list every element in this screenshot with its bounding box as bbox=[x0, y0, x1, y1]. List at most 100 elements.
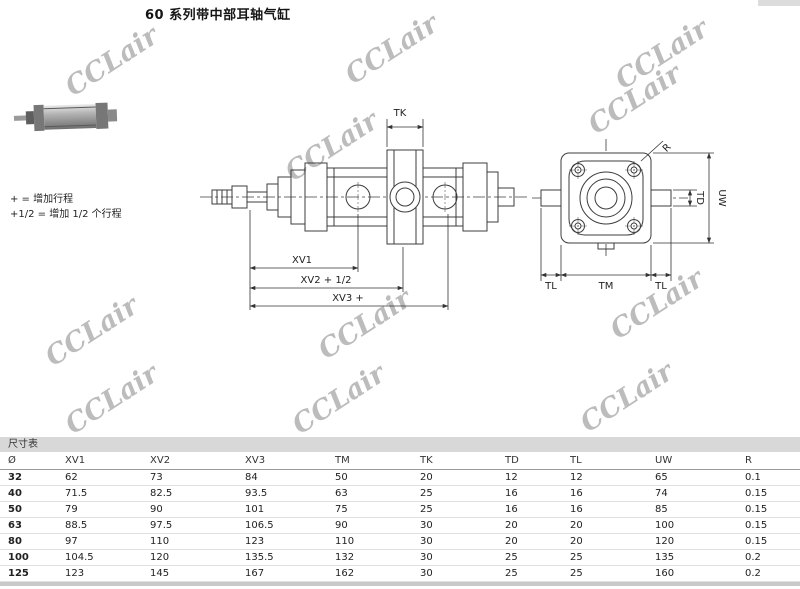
dim-label-td: TD bbox=[694, 190, 705, 205]
dimension-value: 167 bbox=[237, 565, 327, 582]
dim-label-uw: UW bbox=[716, 189, 727, 206]
dimension-value: 135 bbox=[647, 549, 737, 566]
dimension-value: 63 bbox=[327, 485, 412, 502]
dimension-value: 0.2 bbox=[737, 549, 800, 566]
technical-drawing: TK XV1 XV2 + 1/2 XV3 + bbox=[200, 108, 727, 310]
row-bore-size: 50 bbox=[0, 501, 57, 518]
dimension-value: 75 bbox=[327, 501, 412, 518]
dimension-value: 25 bbox=[562, 565, 647, 582]
dimension-value: 123 bbox=[237, 533, 327, 550]
page-corner-artifact bbox=[758, 0, 800, 6]
dimension-value: 160 bbox=[647, 565, 737, 582]
dimension-value: 20 bbox=[412, 469, 497, 486]
dimension-value: 0.15 bbox=[737, 533, 800, 550]
dimension-value: 106.5 bbox=[237, 517, 327, 534]
dimension-value: 20 bbox=[562, 533, 647, 550]
dimension-value: 123 bbox=[57, 565, 142, 582]
dimension-value: 82.5 bbox=[142, 485, 237, 502]
dimension-value: 0.1 bbox=[737, 469, 800, 486]
dim-label-tl-right: TL bbox=[654, 281, 667, 292]
note-line-1: + = 增加行程 bbox=[10, 194, 74, 205]
product-photo-illustration bbox=[13, 102, 118, 132]
dimension-value: 162 bbox=[327, 565, 412, 582]
column-header-7: TL bbox=[562, 452, 647, 470]
dim-label-xv3: XV3 + bbox=[332, 293, 364, 304]
table-section-header: 尺寸表 bbox=[0, 437, 800, 452]
column-header-9: R bbox=[737, 452, 800, 470]
row-bore-size: 80 bbox=[0, 533, 57, 550]
dimension-value: 120 bbox=[142, 549, 237, 566]
end-view-dimensions bbox=[540, 140, 714, 281]
column-header-2: XV2 bbox=[142, 452, 237, 470]
end-view bbox=[532, 139, 688, 258]
dimension-value: 12 bbox=[562, 469, 647, 486]
dimension-value: 0.15 bbox=[737, 485, 800, 502]
dimension-value: 71.5 bbox=[57, 485, 142, 502]
dimension-value: 25 bbox=[562, 549, 647, 566]
dimension-value: 16 bbox=[497, 501, 562, 518]
dim-label-tk: TK bbox=[393, 108, 407, 119]
page-title: 60 系列带中部耳轴气缸 bbox=[145, 8, 291, 23]
dimension-value: 84 bbox=[237, 469, 327, 486]
dimension-value: 145 bbox=[142, 565, 237, 582]
row-bore-size: 100 bbox=[0, 549, 57, 566]
dimension-value: 65 bbox=[647, 469, 737, 486]
column-header-4: TM bbox=[327, 452, 412, 470]
dim-label-tl-left: TL bbox=[544, 281, 557, 292]
note-line-2: +1/2 = 增加 1/2 个行程 bbox=[10, 209, 122, 220]
column-header-1: XV1 bbox=[57, 452, 142, 470]
column-header-5: TK bbox=[412, 452, 497, 470]
column-header-3: XV3 bbox=[237, 452, 327, 470]
dimension-value: 12 bbox=[497, 469, 562, 486]
product-photo bbox=[12, 92, 122, 148]
dimension-value: 25 bbox=[497, 549, 562, 566]
dim-label-xv1: XV1 bbox=[292, 255, 312, 266]
dimension-value: 25 bbox=[497, 565, 562, 582]
dimension-value: 30 bbox=[412, 565, 497, 582]
dimension-value: 135.5 bbox=[237, 549, 327, 566]
dimension-value: 30 bbox=[412, 517, 497, 534]
dimension-value: 16 bbox=[562, 501, 647, 518]
dimension-value: 97 bbox=[57, 533, 142, 550]
dimension-value: 88.5 bbox=[57, 517, 142, 534]
dimension-value: 25 bbox=[412, 501, 497, 518]
dimension-value: 30 bbox=[412, 533, 497, 550]
dimension-value: 101 bbox=[237, 501, 327, 518]
dimension-value: 110 bbox=[142, 533, 237, 550]
dimension-value: 20 bbox=[497, 533, 562, 550]
dimension-value: 93.5 bbox=[237, 485, 327, 502]
dimension-value: 85 bbox=[647, 501, 737, 518]
dimension-value: 104.5 bbox=[57, 549, 142, 566]
column-header-8: UW bbox=[647, 452, 737, 470]
stroke-notes: + = 增加行程 +1/2 = 增加 1/2 个行程 bbox=[10, 192, 122, 222]
dim-label-tm: TM bbox=[598, 281, 614, 292]
dimension-value: 25 bbox=[412, 485, 497, 502]
dimension-value: 74 bbox=[647, 485, 737, 502]
dimension-value: 0.15 bbox=[737, 517, 800, 534]
row-bore-size: 125 bbox=[0, 565, 57, 582]
row-bore-size: 40 bbox=[0, 485, 57, 502]
dimension-value: 97.5 bbox=[142, 517, 237, 534]
dimension-value: 132 bbox=[327, 549, 412, 566]
dimension-value: 20 bbox=[497, 517, 562, 534]
dimension-value: 110 bbox=[327, 533, 412, 550]
dimension-value: 20 bbox=[562, 517, 647, 534]
dimension-value: 100 bbox=[647, 517, 737, 534]
dimension-value: 0.2 bbox=[737, 565, 800, 582]
dim-label-xv2: XV2 + 1/2 bbox=[301, 275, 352, 286]
dimension-value: 0.15 bbox=[737, 501, 800, 518]
dimension-value: 90 bbox=[142, 501, 237, 518]
dimension-value: 16 bbox=[497, 485, 562, 502]
column-header-6: TD bbox=[497, 452, 562, 470]
table-section-title: 尺寸表 bbox=[8, 439, 38, 450]
